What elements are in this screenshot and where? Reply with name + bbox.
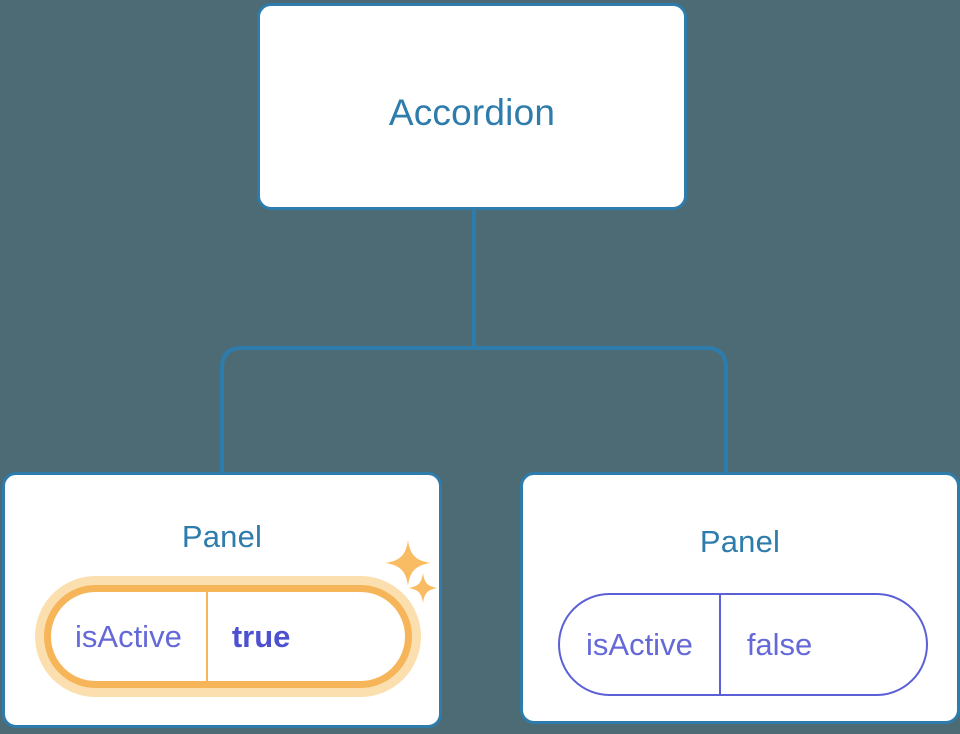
prop-pill-isactive-false[interactable]: isActive false <box>558 593 928 696</box>
node-panel-inactive-label: Panel <box>699 524 781 559</box>
prop-value: false <box>746 626 813 662</box>
prop-pill-isactive-true[interactable]: isActive true <box>44 585 412 688</box>
prop-key: isActive <box>560 595 721 694</box>
prop-key: isActive <box>51 592 208 681</box>
node-panel-inactive[interactable]: Panel isActive false <box>520 472 960 724</box>
node-panel-active-label: Panel <box>181 519 263 554</box>
connector-branch-bus <box>220 346 728 472</box>
node-accordion[interactable]: Accordion <box>257 3 687 210</box>
node-panel-active[interactable]: Panel isActive true <box>2 472 442 728</box>
node-accordion-label: Accordion <box>388 92 556 133</box>
prop-value: true <box>231 618 291 654</box>
